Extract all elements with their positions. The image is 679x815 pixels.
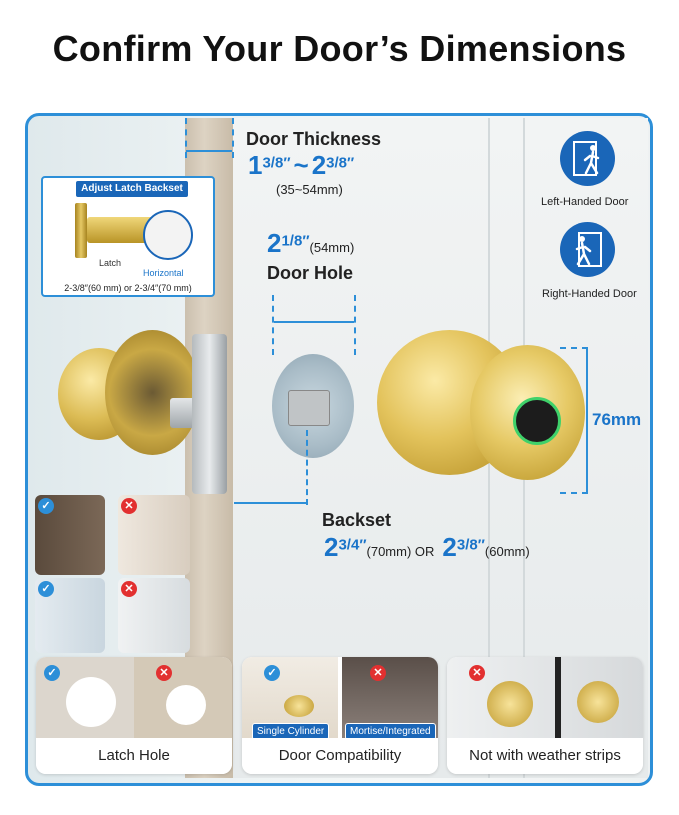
check-icon: ✓ xyxy=(38,581,54,597)
door-compat-label: Door Compatibility xyxy=(242,738,438,774)
right-handed-door-label: Right-Handed Door xyxy=(542,288,637,300)
weather-strip-label: Not with weather strips xyxy=(447,738,643,774)
thickness-line-left xyxy=(185,118,187,158)
check-icon: ✓ xyxy=(38,498,54,514)
backset-heading: Backset xyxy=(322,510,392,530)
page-title: Confirm Your Door’s Dimensions xyxy=(52,28,627,69)
cross-icon: ✕ xyxy=(469,665,485,681)
door-thickness-range: 13/8″~23/8″ xyxy=(248,150,355,180)
latch-hole-label: Latch Hole xyxy=(36,738,232,774)
cross-icon: ✕ xyxy=(370,665,386,681)
inset-latch-label: Latch xyxy=(99,258,122,268)
right-handed-door-icon xyxy=(560,222,615,277)
check-icon: ✓ xyxy=(44,665,60,681)
left-handed-door-label: Left-Handed Door xyxy=(541,196,629,208)
door-thickness-heading: Door Thickness xyxy=(246,129,382,149)
inset-horizontal-label: Horizontal xyxy=(143,268,184,278)
strike-plate xyxy=(192,334,227,494)
cross-icon: ✕ xyxy=(121,498,137,514)
cross-icon: ✕ xyxy=(156,665,172,681)
door-hole-heading: Door Hole xyxy=(267,263,354,283)
weather-strip-card: ✕ Not with weather strips xyxy=(447,657,643,774)
thickness-line-right xyxy=(232,118,234,158)
door-thickness-metric: (35~54mm) xyxy=(276,182,343,197)
latch-hole-card: ✓ ✕ Latch Hole xyxy=(36,657,232,774)
door-compat-card: ✓ ✕ Single Cylinder Mortise/Integrated D… xyxy=(242,657,438,774)
latch-backset-inset: Adjust Latch Backset Latch Horizontal 2-… xyxy=(41,176,215,297)
horizontal-zoom xyxy=(143,210,193,260)
inset-title: Adjust Latch Backset xyxy=(76,181,188,197)
check-icon: ✓ xyxy=(264,665,280,681)
inset-caption: 2-3/8″(60 mm) or 2-3/4″(70 mm) xyxy=(64,283,192,293)
latch-plate xyxy=(288,390,330,426)
left-handed-door-icon xyxy=(560,131,615,186)
inner-rose xyxy=(105,330,200,455)
knob-height-label: 76mm xyxy=(592,410,642,429)
fingerprint-sensor-icon xyxy=(513,397,561,445)
door-hole-size: 21/8″(54mm) xyxy=(267,228,355,258)
cross-icon: ✕ xyxy=(121,581,137,597)
